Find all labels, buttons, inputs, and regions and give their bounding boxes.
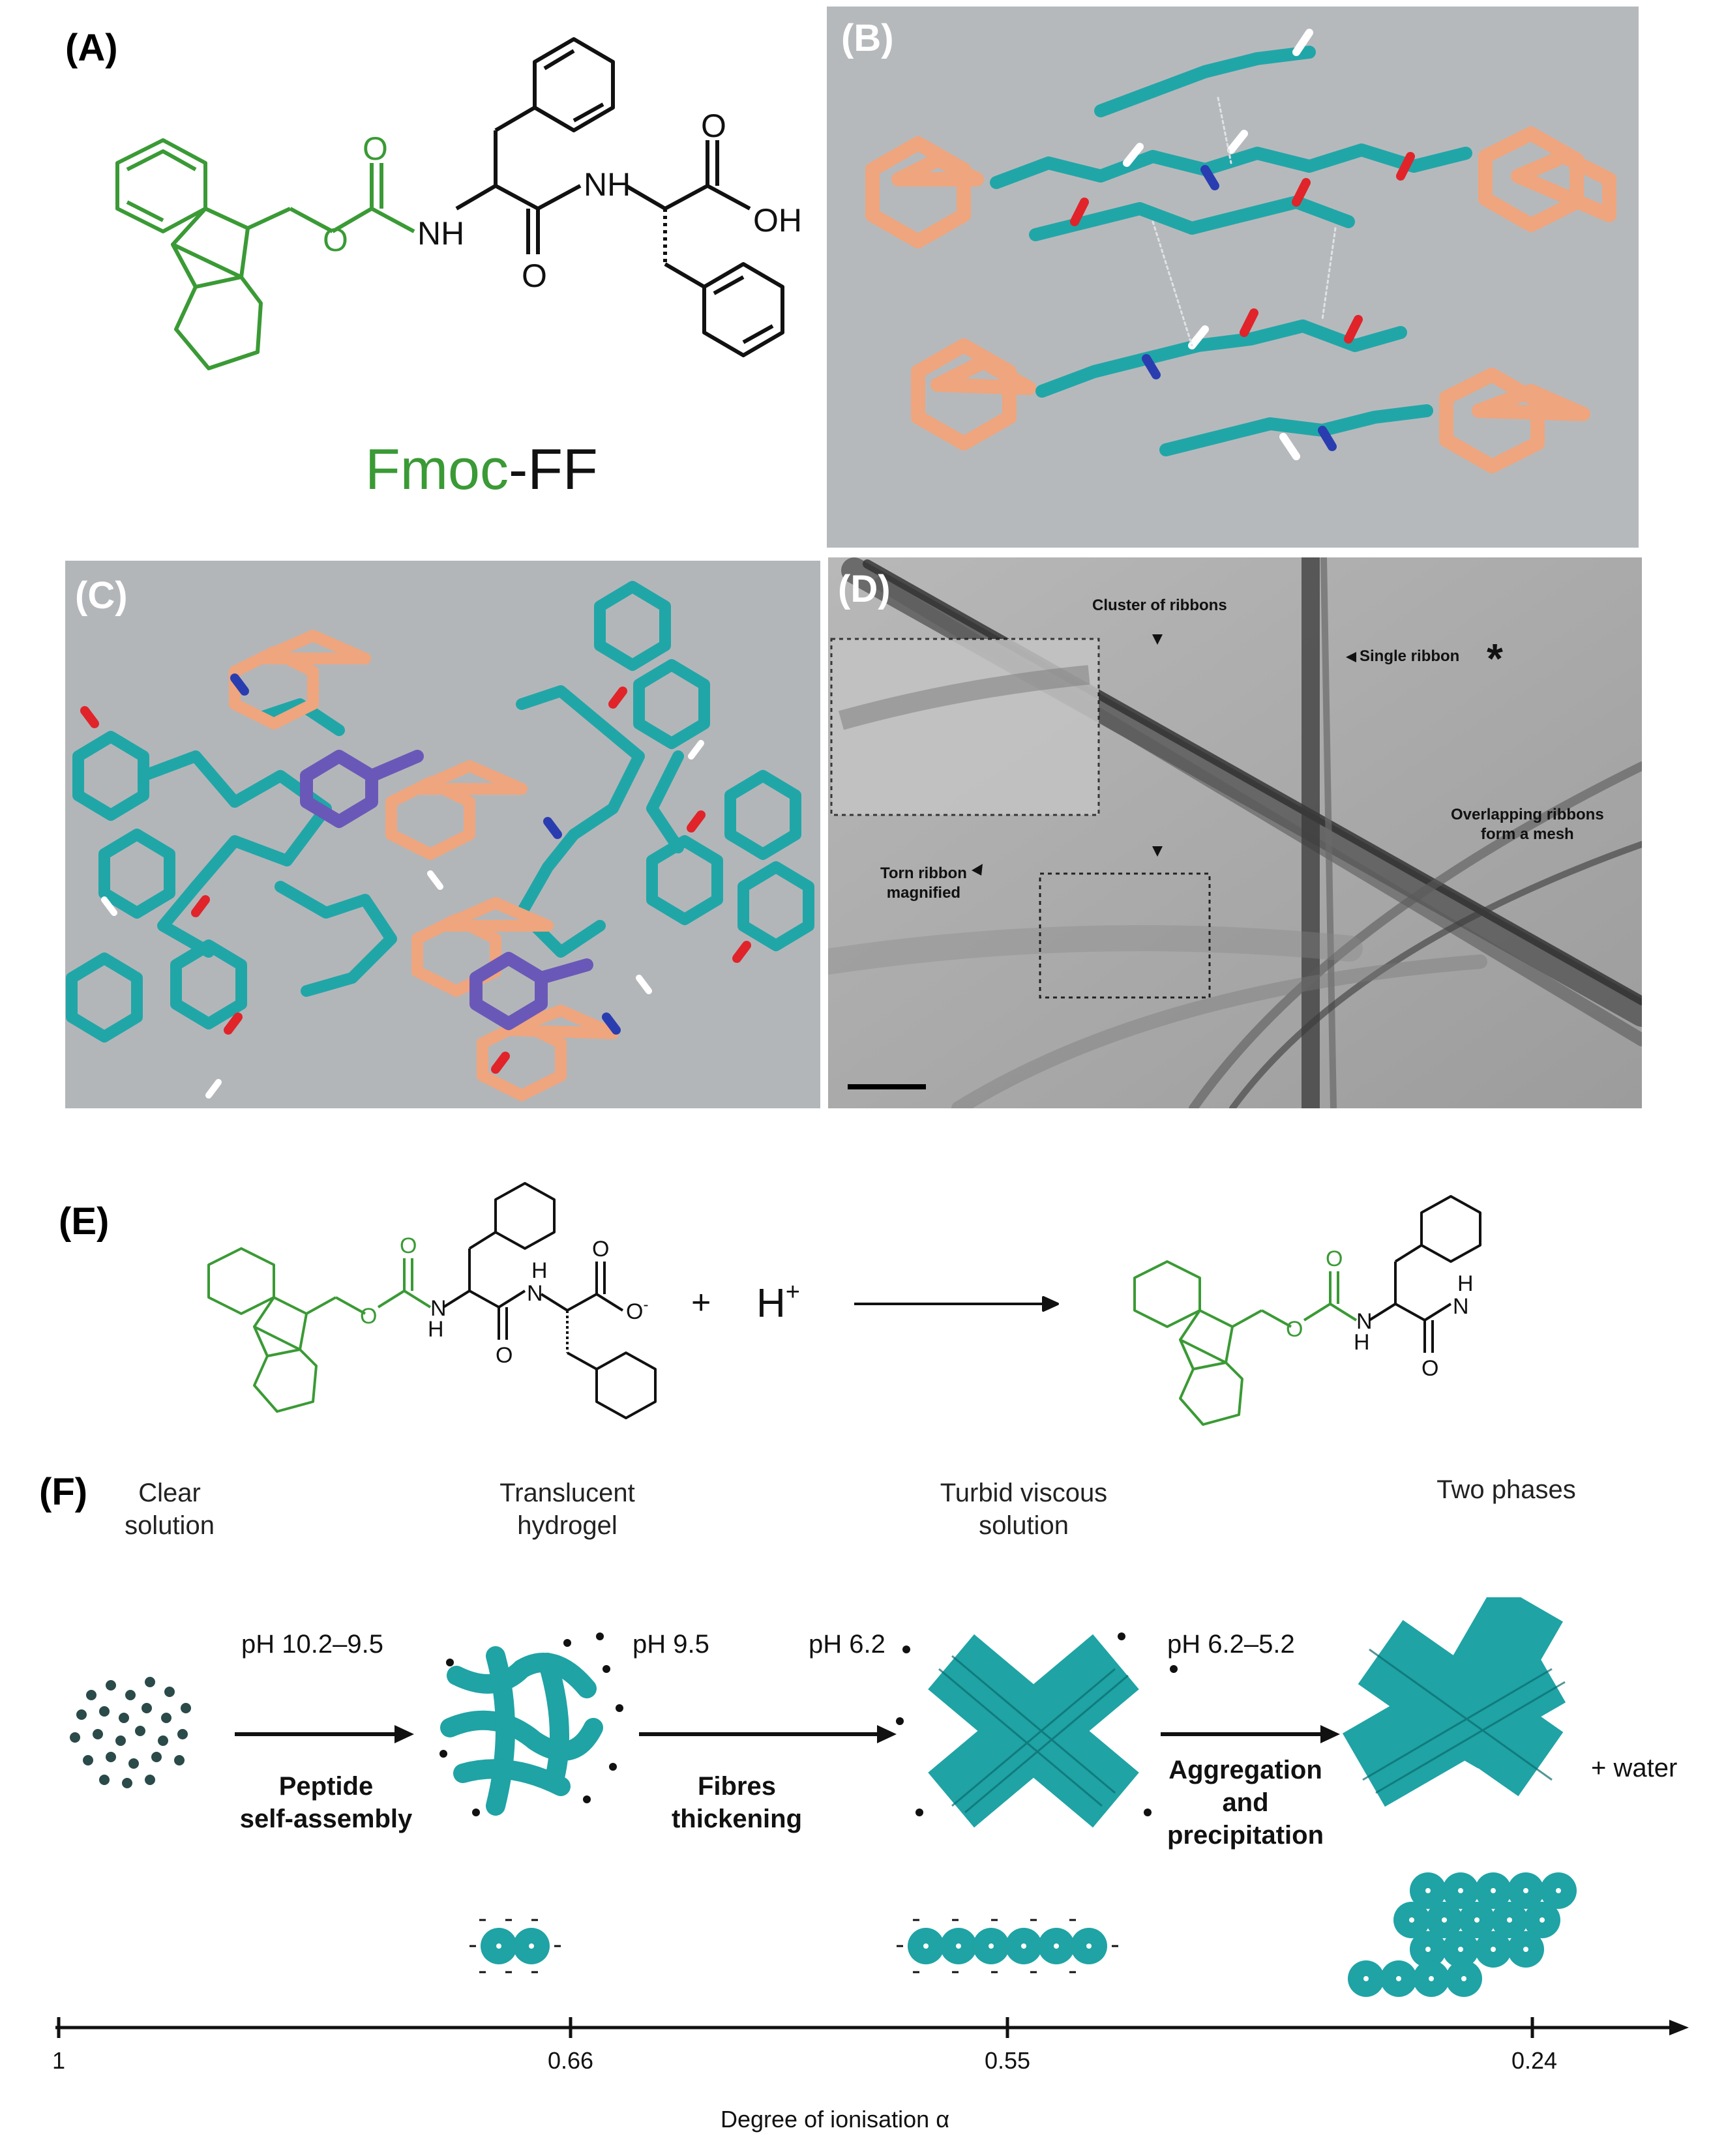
atom-h: H xyxy=(428,1317,444,1342)
atom-h: H xyxy=(1457,1271,1474,1296)
fmoc-ff-structure: O O NH O NH O OH Fmoc-FF xyxy=(115,37,802,501)
atom-o-minus: O- xyxy=(626,1296,648,1324)
cross-section-hydrogel xyxy=(469,1919,561,1973)
atom-nh: NH xyxy=(417,215,464,252)
thick-fibre-bundles xyxy=(928,1634,1139,1828)
self-assembly-schematic xyxy=(70,1597,1577,1997)
atom-nh: NH xyxy=(584,166,631,203)
panel-c-molecular-model xyxy=(65,561,820,1108)
atom-o: O xyxy=(1286,1317,1303,1342)
ph-label: pH 6.2–5.2 xyxy=(1167,1630,1295,1659)
atom-oh: OH xyxy=(753,202,802,239)
state-turbid-viscous-solution: Turbid viscous solution xyxy=(940,1479,1108,1540)
water-label: + water xyxy=(1591,1754,1678,1782)
axis-title: Degree of ionisation α xyxy=(721,2106,950,2133)
cross-section-aggregate xyxy=(1348,1872,1577,1997)
annotation-cluster: Cluster of ribbons xyxy=(1092,597,1227,614)
atom-o: O xyxy=(360,1304,377,1329)
state-clear-solution: Clear solution xyxy=(125,1479,215,1540)
annotation-overlapping: Overlapping ribbons form a mesh xyxy=(1451,806,1604,843)
atom-n: N xyxy=(1453,1294,1469,1319)
atom-o: O xyxy=(363,130,388,167)
panel-a-label: (A) xyxy=(65,27,118,69)
axis-tick-label: 1 xyxy=(52,2047,66,2074)
asterisk-mark: * xyxy=(1487,635,1503,682)
panel-e-label: (E) xyxy=(59,1200,110,1243)
axis-tick-label: 0.55 xyxy=(985,2047,1031,2074)
panel-f-label: (F) xyxy=(39,1471,88,1513)
atom-n: N xyxy=(527,1281,543,1306)
ph-label: pH 9.5 xyxy=(632,1630,709,1659)
axis-tick-label: 0.24 xyxy=(1511,2047,1558,2074)
process-self-assembly: Peptide self-assembly xyxy=(239,1772,413,1833)
atom-h: H xyxy=(531,1258,548,1283)
atom-n: N xyxy=(430,1296,447,1321)
atom-o: O xyxy=(1421,1356,1438,1381)
precipitated-aggregate xyxy=(1342,1597,1566,1807)
panel-d-label: (D) xyxy=(838,568,891,610)
cross-section-viscous xyxy=(897,1919,1118,1973)
atom-o: O xyxy=(701,108,726,144)
process-aggregation: Aggregation and precipitation xyxy=(1167,1756,1324,1850)
panel-c-label: (C) xyxy=(75,574,128,617)
ph-label: pH 10.2–9.5 xyxy=(241,1630,383,1659)
state-translucent-hydrogel: Translucent hydrogel xyxy=(499,1479,635,1540)
fmoc-ff-title: Fmoc-FF xyxy=(365,437,598,501)
atom-o: O xyxy=(592,1237,609,1262)
panel-b-label: (B) xyxy=(841,17,894,59)
annotation-single-ribbon: Single ribbon xyxy=(1360,647,1460,665)
atom-o: O xyxy=(400,1233,417,1258)
atom-o: O xyxy=(522,258,547,294)
atom-h: H xyxy=(1354,1330,1370,1355)
proton: H+ xyxy=(756,1278,800,1326)
ionisation-axis xyxy=(55,2017,1689,2038)
atom-o: O xyxy=(496,1343,513,1368)
panel-d-tem-micrograph: Cluster of ribbons Single ribbon * Overl… xyxy=(828,557,1642,1108)
annotation-torn: Torn ribbon magnified xyxy=(880,864,967,902)
axis-tick-label: 0.66 xyxy=(548,2047,594,2074)
ph-label: pH 6.2 xyxy=(809,1630,885,1659)
hydrogel-fibres xyxy=(440,1646,603,1816)
atom-n: N xyxy=(1356,1309,1373,1334)
protonation-reaction: O O H N O H N O O- O O H N O H N + H+ xyxy=(207,1182,1481,1426)
process-fibres-thickening: Fibres thickening xyxy=(671,1772,803,1833)
panel-b-molecular-model xyxy=(827,7,1639,548)
state-two-phases: Two phases xyxy=(1436,1475,1576,1504)
atom-o: O xyxy=(1326,1247,1343,1271)
atom-o: O xyxy=(323,222,348,258)
plus-sign: + xyxy=(691,1284,711,1322)
monomer-dots xyxy=(70,1677,191,1788)
